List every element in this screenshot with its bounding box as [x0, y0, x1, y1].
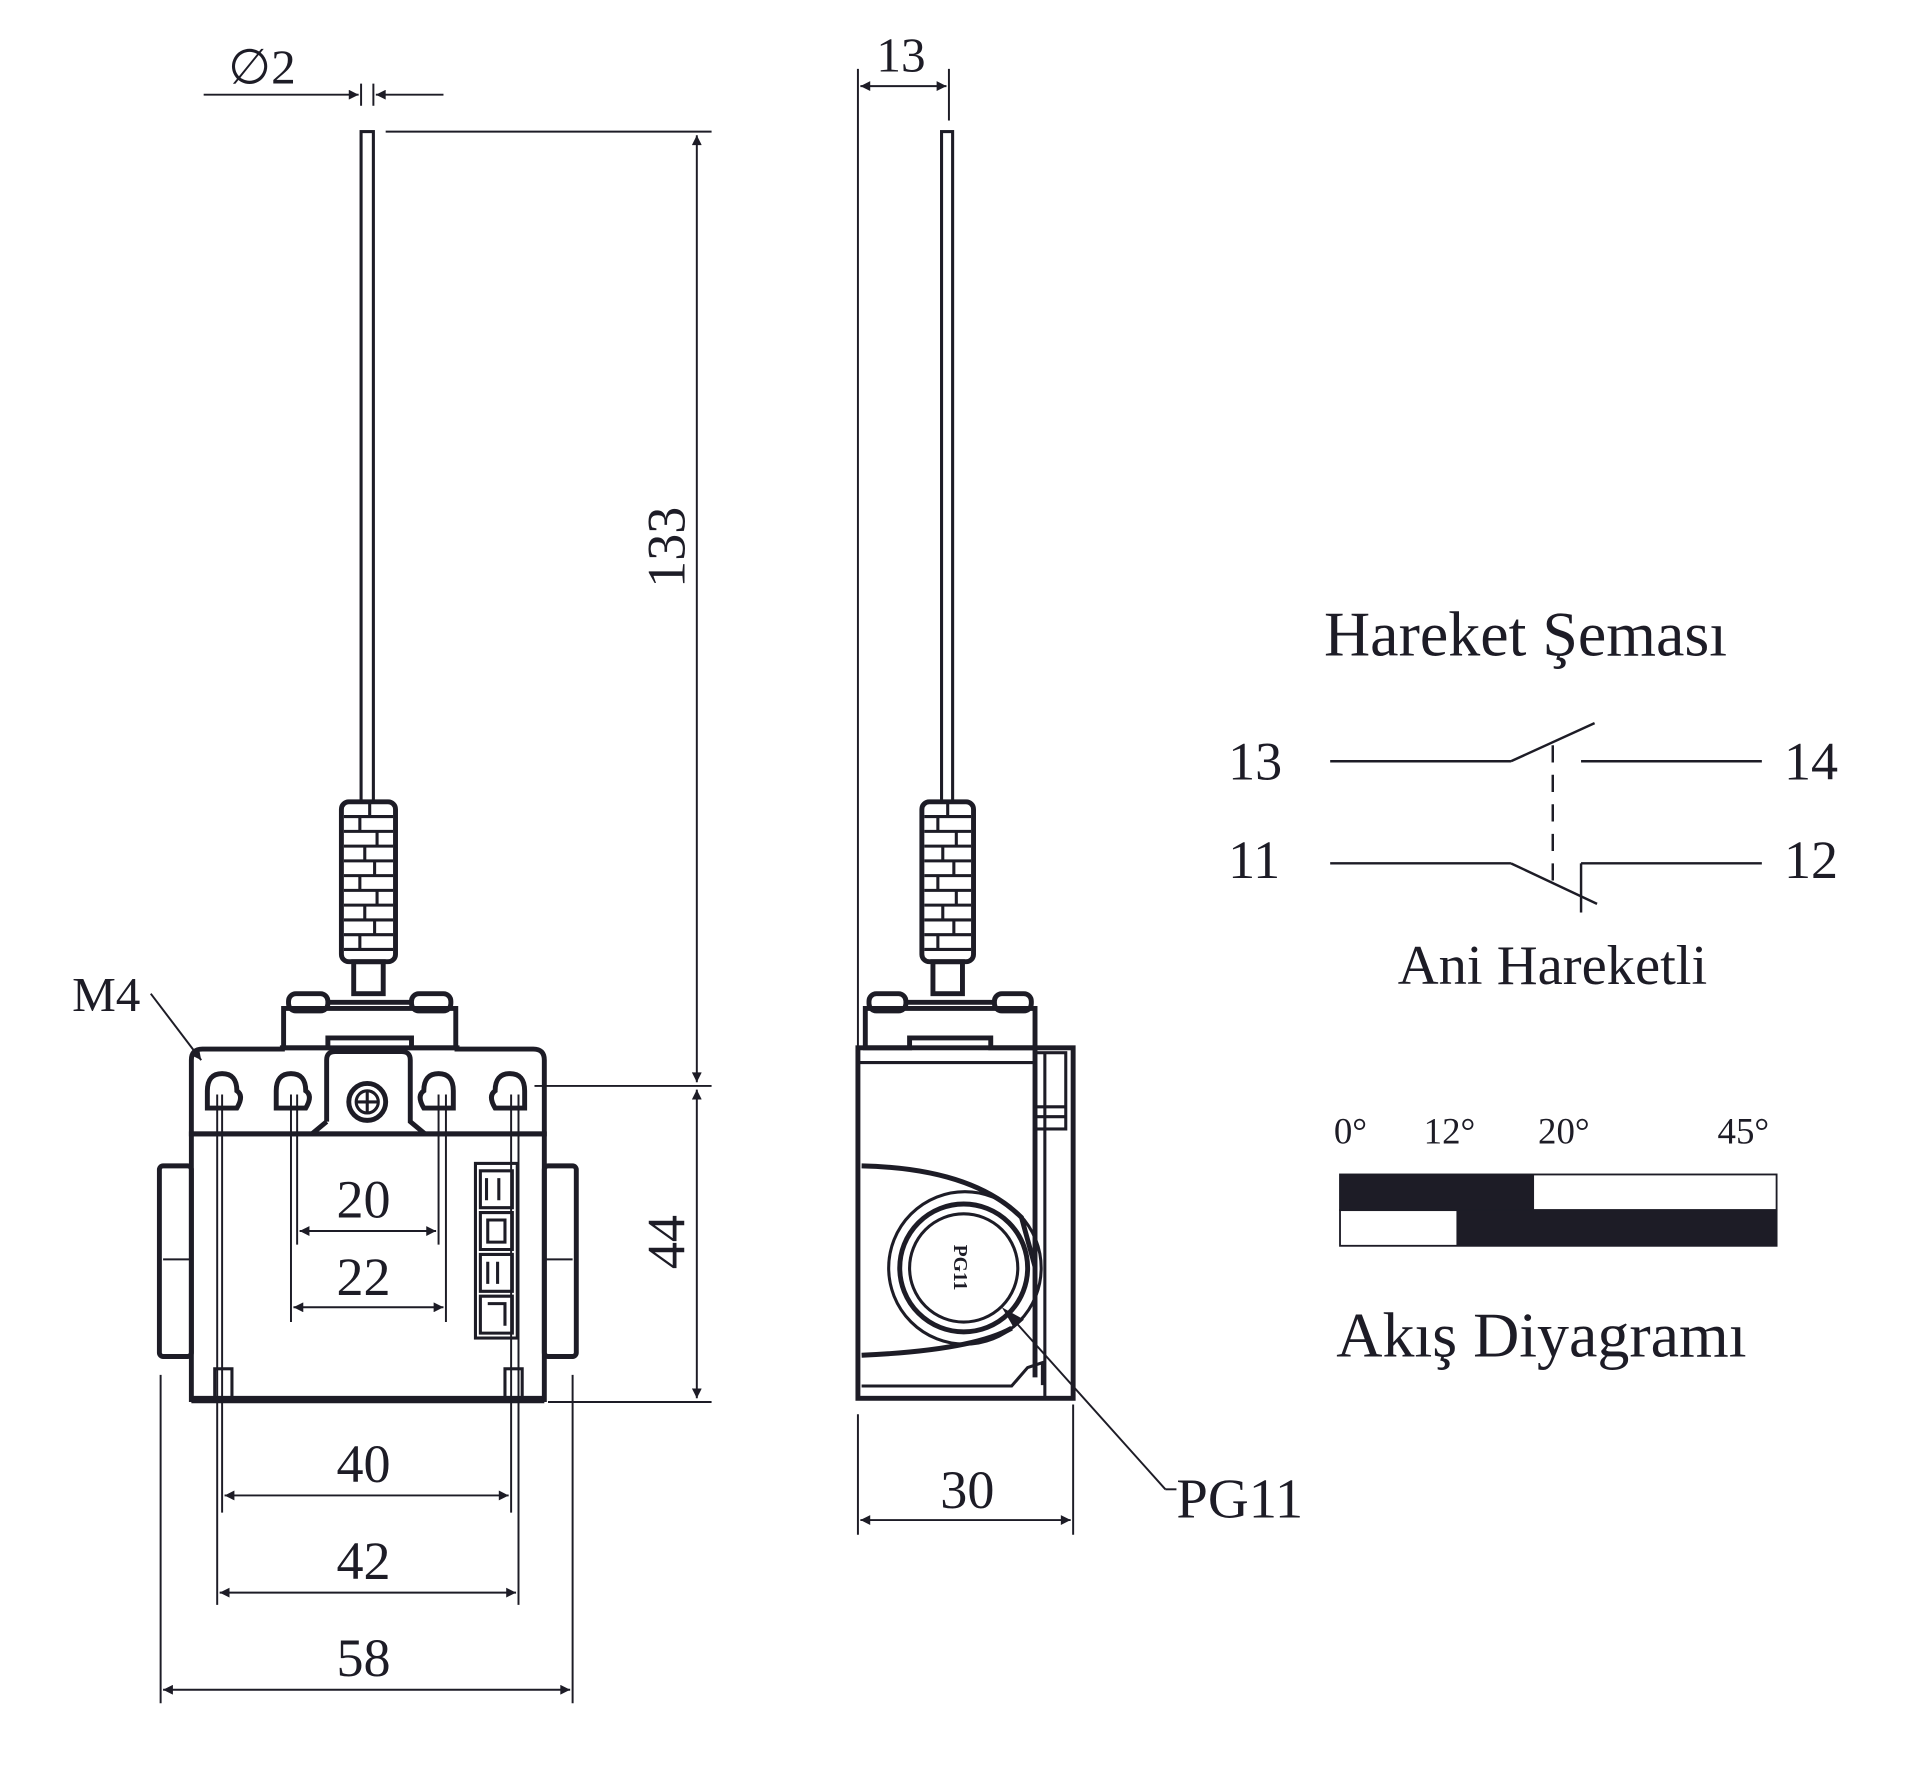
flow-bars: [1339, 1173, 1778, 1247]
side-rod: [940, 130, 955, 804]
dim-body-depth: 30: [940, 1460, 994, 1520]
front-view: emas: [72, 40, 712, 1704]
side-spring: [919, 799, 976, 965]
spring: [338, 799, 398, 965]
motion-scheme: Hareket Şeması 13 14 11 12 Ani Hareketli: [1228, 598, 1838, 996]
dim-inner-outer: 22: [336, 1247, 390, 1307]
dim-inner-spacing: 20: [336, 1170, 390, 1230]
dim-overall-width: 58: [336, 1628, 390, 1688]
contact-11: 11: [1228, 830, 1280, 890]
pg11-label: PG11: [1176, 1469, 1303, 1531]
cable-gland: [897, 1201, 1031, 1335]
dim-rod-offset: 13: [876, 27, 925, 82]
side-view: PG11 PG11 13 30: [855, 27, 1303, 1535]
flow-bar-closed-11-12: [1456, 1210, 1777, 1246]
head-cap: [281, 1005, 459, 1051]
contact-13: 13: [1228, 732, 1282, 792]
flow-bar-closed-13-14: [1340, 1174, 1535, 1211]
contact-14: 14: [1784, 732, 1838, 792]
motion-scheme-title: Hareket Şeması: [1324, 598, 1727, 669]
angle-label-45: 45°: [1718, 1111, 1770, 1152]
flow-diagram-title: Akış Diyagramı: [1336, 1299, 1746, 1370]
angle-label-12: 12°: [1424, 1111, 1476, 1152]
contact-12: 12: [1784, 830, 1838, 890]
thread-label: M4: [72, 967, 140, 1022]
side-body: [855, 1045, 1076, 1401]
dim-rod-diameter: ∅2: [228, 40, 295, 95]
angle-label-0: 0°: [1334, 1111, 1367, 1152]
angle-label-20: 20°: [1538, 1111, 1590, 1152]
motion-scheme-caption: Ani Hareketli: [1398, 935, 1707, 997]
emas-logo: emas: [473, 1161, 519, 1340]
dim-outer-outer: 42: [336, 1531, 390, 1591]
screw-icon: [346, 1081, 389, 1123]
mounting-holes: [204, 1071, 528, 1111]
dim-rod-length: 133: [637, 507, 697, 588]
dim-body-height: 44: [637, 1215, 697, 1269]
gland-marking: PG11: [949, 1245, 971, 1291]
actuator-rod: [359, 130, 375, 804]
dim-outer-spacing: 40: [336, 1434, 390, 1494]
flow-diagram: 0° 12° 20° 45° Akış Diyagramı: [1334, 1111, 1778, 1370]
